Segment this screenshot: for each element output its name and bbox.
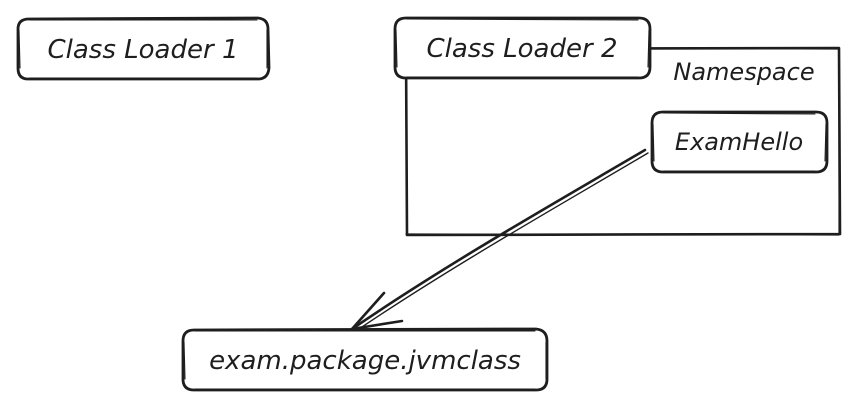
jvm-class-label: exam.package.jvmclass [209,346,521,376]
class-loader-2-label: Class Loader 2 [427,34,618,64]
class-loader-2-node[interactable]: Class Loader 2 [393,16,652,80]
exam-hello-node[interactable]: ExamHello [650,110,829,174]
namespace-label: Namespace [673,58,814,86]
reference-arrow [350,148,649,332]
class-loader-1-node[interactable]: Class Loader 1 [16,16,271,81]
class-loader-1-label: Class Loader 1 [48,35,239,65]
exam-hello-label: ExamHello [675,128,803,156]
jvm-class-node[interactable]: exam.package.jvmclass [181,327,549,392]
